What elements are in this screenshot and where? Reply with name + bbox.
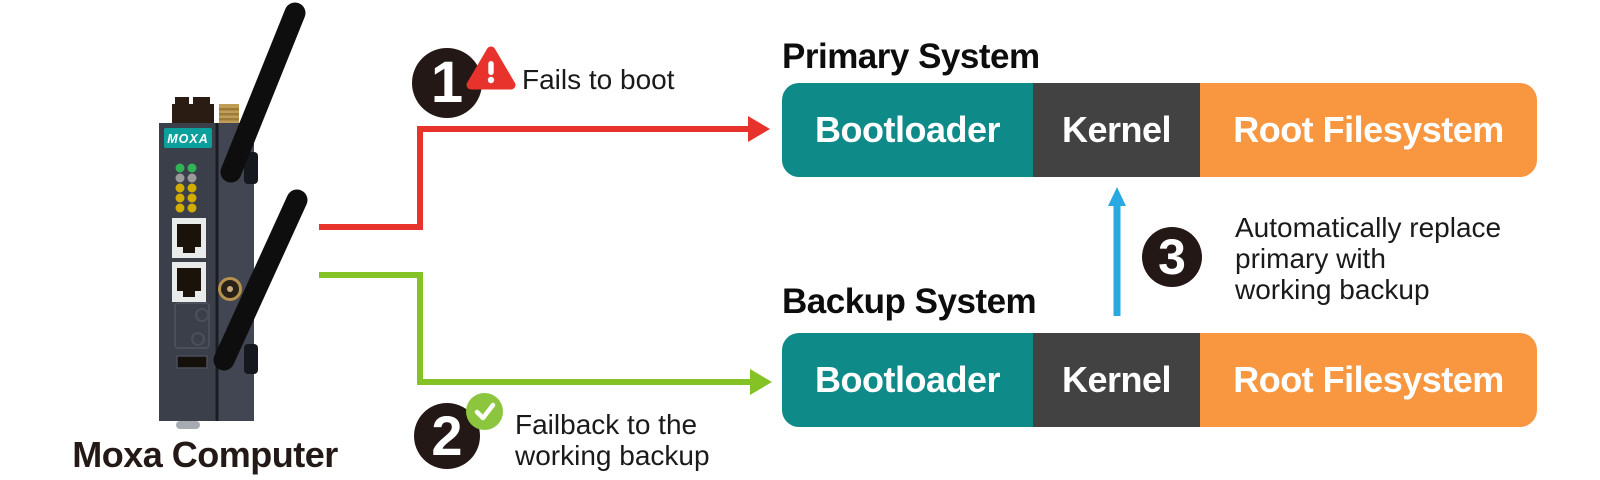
primary-bootloader-segment: Bootloader bbox=[782, 83, 1033, 177]
check-circle-icon bbox=[466, 393, 503, 430]
device-foot bbox=[176, 421, 200, 429]
backup-bootloader-label: Bootloader bbox=[814, 359, 1001, 400]
step-3-number: 3 bbox=[1158, 229, 1186, 285]
backup-root-filesystem-label: Root Filesystem bbox=[1233, 359, 1504, 400]
step-1-number: 1 bbox=[430, 50, 464, 115]
antenna-mount-bottom bbox=[244, 344, 258, 374]
replace-arrow-blue bbox=[1108, 187, 1126, 316]
step-3-badge: 3 bbox=[1142, 227, 1202, 287]
primary-system-bar: Bootloader Kernel Root Filesystem bbox=[782, 83, 1537, 177]
antenna-side bbox=[213, 189, 308, 371]
step-1-badge: 1 bbox=[412, 48, 482, 118]
moxa-device-illustration: MOXA bbox=[159, 2, 308, 429]
primary-system-title: Primary System bbox=[782, 37, 1040, 76]
step-2-label-line2: working backup bbox=[515, 440, 710, 471]
antenna-connector bbox=[219, 104, 239, 125]
step-2-badge: 2 bbox=[414, 403, 480, 469]
step-2-number: 2 bbox=[431, 404, 463, 467]
check-mark bbox=[474, 402, 495, 420]
device-caption: Moxa Computer bbox=[72, 434, 338, 475]
step-3-label-line3: working backup bbox=[1235, 274, 1430, 305]
sd-slot bbox=[174, 302, 210, 349]
device-side-panel bbox=[218, 123, 254, 421]
backup-kernel-segment: Kernel bbox=[1033, 333, 1200, 427]
usb-port bbox=[176, 355, 208, 369]
step-3-label: Automatically replace primary with worki… bbox=[1235, 212, 1501, 305]
fail-arrow-red bbox=[319, 116, 770, 230]
antenna-top bbox=[220, 2, 306, 183]
ethernet-port-2 bbox=[172, 262, 206, 302]
step-3-label-line1: Automatically replace bbox=[1235, 212, 1502, 243]
step-1-label: Fails to boot bbox=[522, 64, 675, 95]
primary-bootloader-label: Bootloader bbox=[814, 109, 1001, 150]
primary-kernel-label: Kernel bbox=[1061, 109, 1172, 150]
backup-root-filesystem-segment: Root Filesystem bbox=[1200, 333, 1537, 427]
step-2-label: Failback to the working backup bbox=[515, 409, 710, 471]
device-body bbox=[159, 123, 254, 421]
primary-root-filesystem-segment: Root Filesystem bbox=[1200, 83, 1537, 177]
step-3-label-line2: primary with bbox=[1235, 243, 1386, 274]
moxa-logo-text: MOXA bbox=[167, 132, 209, 146]
backup-system-title: Backup System bbox=[782, 282, 1037, 321]
backup-kernel-label: Kernel bbox=[1061, 359, 1172, 400]
led-indicators bbox=[175, 163, 197, 213]
terminal-block bbox=[172, 97, 214, 126]
backup-system-bar: Bootloader Kernel Root Filesystem bbox=[782, 333, 1537, 427]
ethernet-port-1 bbox=[172, 218, 206, 258]
moxa-logo: MOXA bbox=[164, 128, 212, 148]
primary-kernel-segment: Kernel bbox=[1033, 83, 1200, 177]
failback-arrow-green bbox=[319, 272, 772, 395]
backup-bootloader-segment: Bootloader bbox=[782, 333, 1033, 427]
primary-root-filesystem-label: Root Filesystem bbox=[1233, 109, 1504, 150]
reset-button bbox=[218, 277, 242, 301]
antenna-mount-top bbox=[244, 152, 258, 184]
step-2-label-line1: Failback to the bbox=[515, 409, 698, 440]
